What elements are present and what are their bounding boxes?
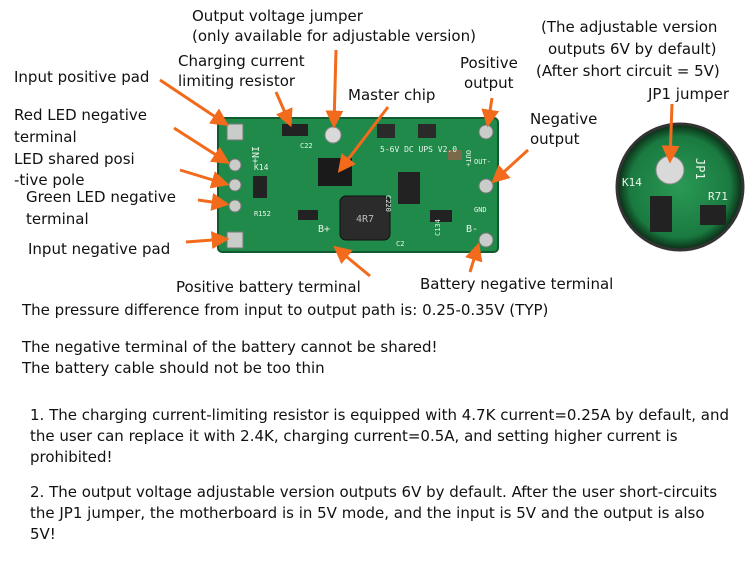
positive-output-pad — [478, 124, 494, 140]
silk-c134: C134 — [434, 219, 442, 236]
input-negative-pad — [226, 231, 244, 249]
note-output-adjustable: 2. The output voltage adjustable version… — [30, 483, 718, 543]
current-limit-resistor — [282, 124, 308, 136]
capacitor-top — [377, 124, 395, 138]
label-red-led-2: terminal — [14, 128, 77, 146]
label-output-voltage-jumper-note: (only available for adjustable version) — [192, 27, 476, 45]
arrow-positive-battery — [333, 245, 371, 278]
zoom-jp1-label: JP1 — [693, 158, 707, 180]
led-chip — [430, 210, 452, 222]
label-battery-negative-terminal: Battery negative terminal — [420, 275, 614, 293]
smd-cap-right — [448, 150, 462, 160]
silk-c220: C220 — [384, 195, 392, 212]
pcb-board: IN+ K14 R152 5-6V DC UPS V2.0 C22 C220 O… — [217, 117, 499, 253]
silk-gnd: GND — [474, 206, 487, 214]
green-led-pad — [228, 199, 242, 213]
silk-c2: C2 — [396, 240, 404, 248]
input-positive-pad — [226, 123, 244, 141]
zoom-r71-label: R71 — [708, 190, 728, 203]
silk-inductor: 4R7 — [356, 214, 374, 225]
arrow-output-jumper — [325, 49, 344, 129]
red-led-pad — [228, 158, 242, 172]
arrow-red-led — [173, 126, 231, 164]
jumper-pad — [324, 126, 342, 144]
label-input-negative-pad: Input negative pad — [28, 240, 171, 258]
silk-out-minus: OUT- — [474, 158, 491, 166]
label-led-shared-1: LED shared posi — [14, 150, 135, 168]
label-adjustable-note-1: (The adjustable version — [541, 18, 718, 36]
silk-b-plus: B+ — [318, 224, 330, 235]
arrow-master-chip — [337, 106, 390, 173]
jp1-zoom-pad — [655, 155, 685, 185]
smd-resistor-left — [253, 176, 267, 198]
smd-resistor-b — [298, 210, 318, 220]
callout-arrows — [159, 49, 680, 278]
zoom-component-2 — [700, 205, 726, 225]
silk-c22: C22 — [300, 142, 313, 150]
arrow-led-shared — [179, 168, 230, 189]
arrow-jp1 — [661, 103, 680, 164]
label-jp1-jumper: JP1 jumper — [648, 85, 729, 103]
label-adjustable-note-3: (After short circuit = 5V) — [536, 62, 720, 80]
label-negative-output-1: Negative — [530, 110, 598, 128]
inductor — [339, 195, 391, 241]
arrow-green-led — [197, 193, 230, 211]
silk-out-plus: OUT+ — [464, 150, 472, 167]
label-charging-current-1: Charging current — [178, 52, 305, 70]
label-charging-current-2: limiting resistor — [178, 72, 296, 90]
label-positive-output-2: output — [464, 74, 514, 92]
silk-r152: R152 — [254, 210, 271, 218]
label-led-shared-2: -tive pole — [14, 171, 85, 189]
note-pressure-difference: The pressure difference from input to ou… — [22, 301, 549, 319]
zoom-k14-label: K14 — [622, 176, 642, 189]
diode — [398, 172, 420, 204]
arrow-input-negative — [185, 231, 230, 250]
note-battery-cable: The battery cable should not be too thin — [22, 359, 325, 377]
silk-model: 5-6V DC UPS V2.0 — [380, 145, 457, 154]
label-output-voltage-jumper: Output voltage jumper — [192, 7, 363, 25]
label-master-chip: Master chip — [348, 86, 436, 104]
arrow-negative-output — [491, 148, 530, 184]
silk-in-plus: IN+ — [249, 146, 260, 164]
silk-k14: K14 — [254, 163, 269, 172]
label-negative-output-2: output — [530, 130, 580, 148]
silk-b-minus: B- — [466, 224, 478, 235]
negative-output-pad — [478, 178, 494, 194]
gnd-pad — [478, 232, 494, 248]
label-input-positive-pad: Input positive pad — [14, 68, 150, 86]
arrow-battery-negative — [465, 242, 483, 273]
label-red-led-1: Red LED negative — [14, 106, 148, 124]
arrow-charging-resistor — [274, 91, 293, 128]
arrow-positive-output — [481, 97, 500, 128]
zoom-component — [650, 196, 672, 232]
label-adjustable-note-2: outputs 6V by default) — [548, 40, 717, 58]
label-positive-output-1: Positive — [460, 54, 518, 72]
arrow-input-positive — [159, 78, 229, 126]
label-green-led-1: Green LED negative — [26, 188, 176, 206]
led-shared-pad — [228, 178, 242, 192]
label-positive-battery-terminal: Positive battery terminal — [176, 278, 361, 296]
note-charging-resistor: 1. The charging current-limiting resisto… — [30, 406, 730, 466]
note-battery-not-shared: The negative terminal of the battery can… — [22, 338, 438, 356]
jp1-zoom-view: JP1 K14 R71 — [615, 122, 745, 252]
label-green-led-2: terminal — [26, 210, 89, 228]
capacitor-top-2 — [418, 124, 436, 138]
